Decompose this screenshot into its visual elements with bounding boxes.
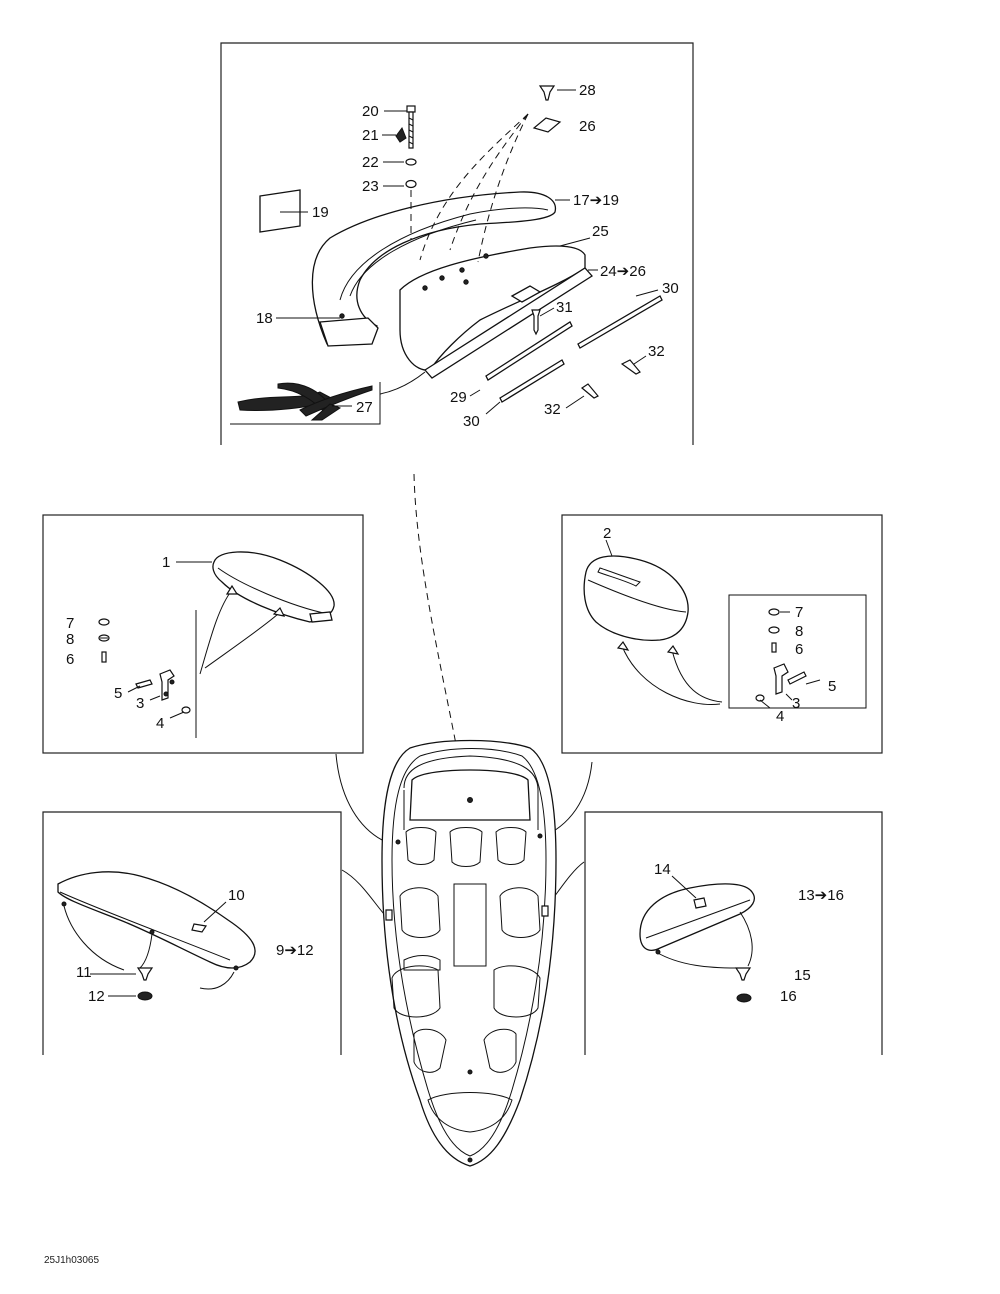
label-26: 26 [579, 118, 596, 135]
label-18: 18 [256, 310, 273, 327]
label-8-left: 8 [66, 631, 74, 648]
label-17-19: 17➔19 [573, 192, 619, 209]
label-4-right: 4 [776, 708, 784, 725]
strip-30-upper [577, 295, 663, 349]
strip-29 [485, 321, 573, 381]
label-11: 11 [76, 964, 92, 981]
clip-plate [532, 117, 562, 133]
label-24-26: 24➔26 [600, 263, 646, 280]
backrest-end-cap [319, 317, 379, 347]
label-27: 27 [356, 399, 373, 416]
callout-labels: 20 21 22 23 28 26 19 17➔19 25 24➔26 18 3… [44, 82, 844, 1266]
label-3-left: 3 [136, 695, 144, 712]
decal-19 [259, 189, 301, 233]
strip-30-lower [499, 359, 565, 403]
label-13-16: 13➔16 [798, 887, 844, 904]
label-20: 20 [362, 103, 379, 120]
bracket-3-left [159, 669, 175, 701]
label-3-right: 3 [792, 695, 800, 712]
label-32-upper: 32 [648, 343, 665, 360]
label-5-left: 5 [114, 685, 122, 702]
label-19: 19 [312, 204, 329, 221]
panel-cushion-right [584, 811, 883, 1055]
label-8-right: 8 [795, 623, 803, 640]
label-25: 25 [592, 223, 609, 240]
label-21: 21 [362, 127, 379, 144]
bolt-stack [395, 105, 417, 240]
label-29: 29 [450, 389, 467, 406]
rivet-15 [734, 967, 752, 981]
label-30-upper: 30 [662, 280, 679, 297]
leader-lines [90, 89, 821, 997]
label-15: 15 [794, 967, 811, 984]
label-1: 1 [162, 554, 170, 571]
label-7-right: 7 [795, 604, 803, 621]
diagram-code: 25J1h03065 [44, 1255, 99, 1266]
screw-31 [531, 309, 541, 336]
armrest-right [583, 555, 689, 642]
seat-base [424, 267, 593, 379]
bracket-3-right [773, 663, 789, 695]
cushion-left [57, 871, 256, 969]
deck-outline [381, 739, 557, 1167]
storage-hatch [409, 769, 531, 821]
rivet-11 [136, 967, 154, 981]
panel-seat-assembly [220, 42, 694, 445]
label-7-left: 7 [66, 615, 74, 632]
label-5-right: 5 [828, 678, 836, 695]
backrest [311, 191, 557, 346]
label-31: 31 [556, 299, 573, 316]
deck-top-view [335, 473, 593, 1167]
label-9-12: 9➔12 [276, 942, 314, 959]
label-22: 22 [362, 154, 379, 171]
label-12: 12 [88, 988, 105, 1005]
panel-armrest-left [42, 514, 364, 754]
label-6-right: 6 [795, 641, 803, 658]
label-14: 14 [654, 861, 671, 878]
push-rivet [538, 85, 556, 101]
cushion-right [639, 883, 755, 951]
label-10: 10 [228, 887, 245, 904]
label-32-lower: 32 [544, 401, 561, 418]
decal-x [230, 382, 381, 425]
label-30-lower: 30 [463, 413, 480, 430]
label-6-left: 6 [66, 651, 74, 668]
label-28: 28 [579, 82, 596, 99]
label-23: 23 [362, 178, 379, 195]
label-2: 2 [603, 525, 611, 542]
label-4-left: 4 [156, 715, 164, 732]
label-16: 16 [780, 988, 797, 1005]
panel-armrest-right [561, 514, 883, 754]
panel-cushion-left [42, 811, 342, 1055]
